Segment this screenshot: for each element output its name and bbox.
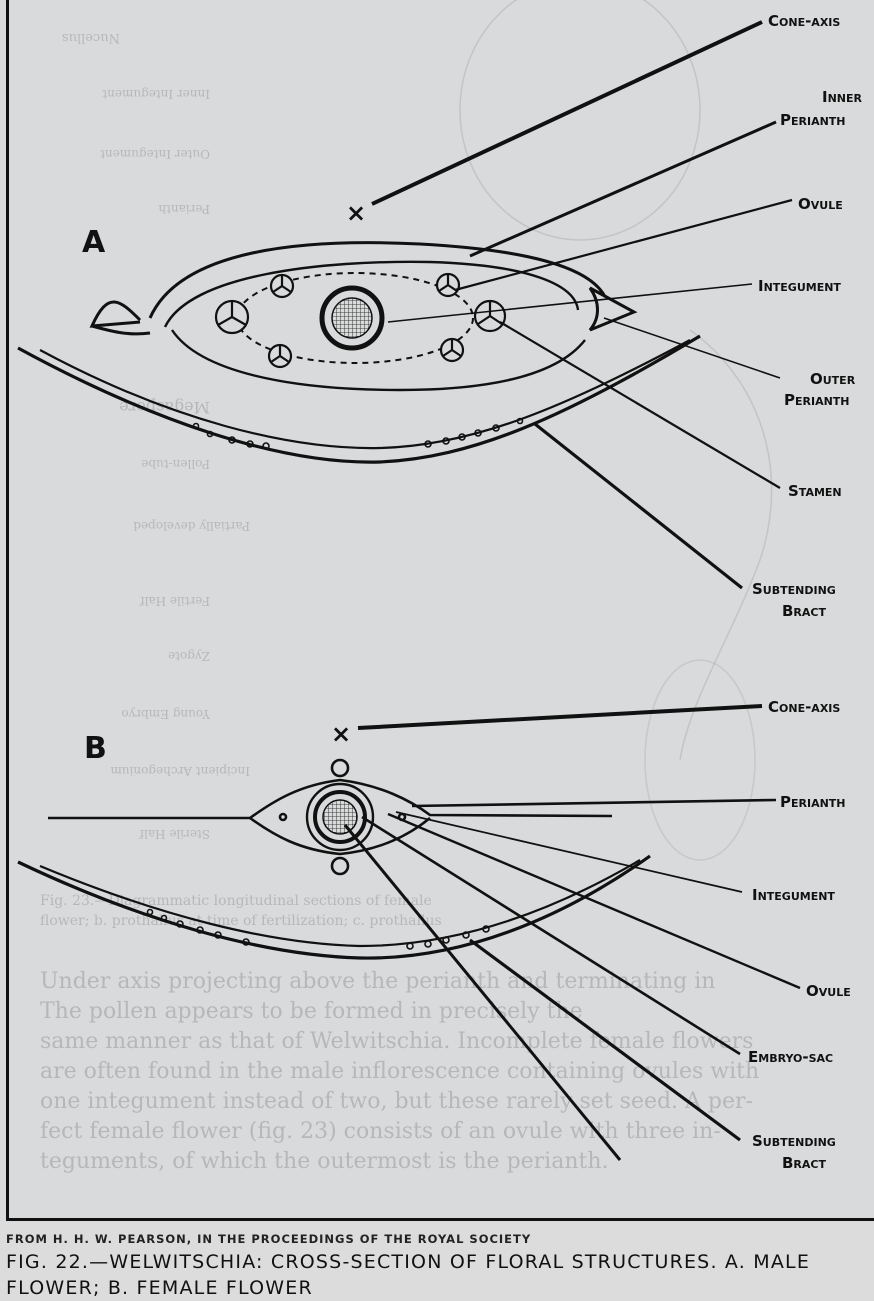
panel-a-male-flower: A ×: [17, 20, 793, 590]
show-through-background: Nucellus Inner Integument Outer Integume…: [40, 0, 773, 1174]
leader-perianth: [411, 798, 777, 808]
leader-ovule: [387, 812, 801, 990]
frame-left-border: [6, 0, 9, 1220]
panel-a-outer-perianth: [89, 241, 638, 336]
svg-text:Partially developed: Partially developed: [133, 519, 250, 533]
label-subtending-bract-line2: Bract: [782, 602, 826, 620]
label-subtending-bract-line1: Subtending: [752, 1132, 836, 1150]
svg-text:Pollen-tube: Pollen-tube: [141, 457, 210, 471]
svg-text:Incipient Archegonium: Incipient Archegonium: [110, 764, 250, 778]
leader-embryo-sac: [361, 815, 741, 1056]
stamen: [473, 299, 507, 333]
svg-text:flower; b. prothallus at time: flower; b. prothallus at time of fertili…: [40, 913, 442, 929]
stamen: [214, 299, 250, 335]
panel-b-cone-axis-marker: ×: [331, 720, 351, 748]
label-cone-axis: Cone-axis: [768, 12, 840, 30]
frame-bottom-border: [6, 1218, 874, 1221]
panel-b-ovule: [305, 782, 375, 852]
panel-a-labels: Cone-axis Inner Perianth Ovule Integumen…: [752, 12, 863, 620]
label-outer-perianth-line1: Outer: [810, 370, 856, 388]
stamen: [435, 272, 461, 298]
panel-b-female-flower: B ×: [17, 704, 801, 1161]
leader-inner-perianth: [469, 120, 777, 258]
leader-ovule: [454, 198, 793, 292]
label-subtending-bract-line1: Subtending: [752, 580, 836, 598]
svg-text:same manner as that of Welwits: same manner as that of Welwitschia. Inco…: [40, 1029, 753, 1054]
label-perianth: Perianth: [780, 793, 846, 811]
leader-integument: [395, 811, 743, 893]
svg-text:teguments, of which the outerm: teguments, of which the outermost is the…: [40, 1149, 609, 1174]
image-credit: From H. H. W. Pearson, in the Proceeding…: [6, 1232, 532, 1246]
svg-text:one integument instead of two,: one integument instead of two, but these…: [40, 1089, 753, 1114]
svg-text:are often found in the male in: are often found in the male inflorescenc…: [40, 1059, 759, 1084]
panel-b-subtending-bract: [17, 854, 651, 960]
leader-subtending-bract: [469, 938, 741, 1142]
label-ovule: Ovule: [806, 982, 851, 1000]
panel-a-cone-axis-marker: ×: [346, 199, 366, 227]
label-ovule: Ovule: [798, 195, 843, 213]
stamen: [439, 337, 465, 363]
svg-text:Fertile Half: Fertile Half: [139, 594, 210, 608]
panel-a-stamens: [214, 272, 507, 369]
figure-caption: From H. H. W. Pearson, in the Proceeding…: [0, 1222, 874, 1299]
panel-b-leader-lines: [343, 704, 801, 1161]
label-subtending-bract-line2: Bract: [782, 1154, 826, 1172]
panel-a-inner-perianth-lower: [171, 329, 586, 392]
label-cone-axis: Cone-axis: [768, 698, 840, 716]
svg-text:Fig. 23.—Diagrammatic longitud: Fig. 23.—Diagrammatic longitudinal secti…: [40, 893, 432, 909]
stamen: [269, 273, 295, 299]
svg-text:Zygote: Zygote: [168, 649, 210, 663]
svg-text:Under axis projecting above th: Under axis projecting above the perianth…: [40, 969, 715, 994]
svg-text:Nucellus: Nucellus: [62, 30, 120, 45]
leader-cone-axis: [371, 20, 763, 206]
label-stamen: Stamen: [788, 482, 842, 500]
label-integument: Integument: [758, 277, 841, 295]
leader-stamen: [499, 321, 781, 489]
panel-a-subtending-bract: [17, 334, 701, 464]
panel-a-leader-lines: [371, 20, 793, 590]
diagram-canvas: Nucellus Inner Integument Outer Integume…: [17, 0, 863, 1174]
leader-cone-axis: [357, 704, 763, 730]
svg-text:Young Embryo: Young Embryo: [121, 707, 211, 721]
leader-subtending-bract: [534, 422, 743, 590]
panel-b-labels: Cone-axis Perianth Integument Ovule Embr…: [748, 698, 851, 1172]
svg-text:Outer Integument: Outer Integument: [100, 147, 210, 161]
label-inner-perianth-line2: Perianth: [780, 111, 846, 129]
figure-title: Fig. 22.—Welwitschia: cross-section of f…: [6, 1251, 811, 1299]
leader-integument: [387, 283, 753, 323]
svg-text:Sterile Half: Sterile Half: [138, 827, 210, 841]
leader-outer-perianth: [603, 317, 781, 379]
label-embryo-sac: Embryo-sac: [748, 1048, 833, 1066]
panel-a-central-ovule: [319, 285, 385, 351]
svg-text:Perianth: Perianth: [158, 202, 210, 216]
panel-b-letter: B: [84, 731, 107, 766]
panel-a-inner-perianth: [163, 260, 580, 328]
panel-a-letter: A: [82, 225, 106, 260]
svg-text:The pollen appears to be forme: The pollen appears to be formed in preci…: [40, 999, 583, 1024]
leader-embryo-sac-b: [343, 824, 622, 1161]
figure-plate: Nucellus Inner Integument Outer Integume…: [6, 0, 874, 1221]
svg-text:fect female flower (fig. 23) c: fect female flower (fig. 23) consists of…: [40, 1119, 721, 1144]
label-integument: Integument: [752, 886, 835, 904]
panel-b-perianth: [48, 758, 613, 876]
label-outer-perianth-line2: Perianth: [784, 391, 850, 409]
stamen: [267, 343, 293, 369]
label-inner-perianth-line1: Inner: [822, 88, 863, 106]
svg-text:Inner Integument: Inner Integument: [102, 87, 210, 101]
